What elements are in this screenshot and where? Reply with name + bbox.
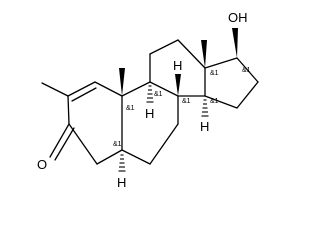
hydrogen-c14-label: H (200, 119, 209, 134)
wedge-c17-oh (232, 28, 238, 58)
bond-c12-c13 (177, 39, 206, 69)
bond-c5-c4 (96, 149, 123, 165)
wedge-c8-h (175, 74, 181, 96)
bond-c6-c5 (121, 149, 151, 165)
wedge-c13-methyl (201, 40, 207, 68)
stereo-label-c5: &1 (113, 141, 122, 148)
bonds (41, 39, 259, 165)
bond-c13-c17 (204, 57, 238, 69)
bond-c15-c14 (204, 95, 238, 109)
wedge-c10-methyl (119, 68, 125, 96)
bond-c3-o (49, 123, 70, 158)
bond-c1-c10 (94, 81, 123, 97)
bond-c10-c9 (121, 81, 151, 97)
hash-c14-h (201, 99, 209, 117)
bond-c9-c8 (149, 81, 179, 97)
chemical-structure: OH O H H H H &1 &1 &1 &1 &1 &1 &1 (37, 10, 259, 190)
stereo-labels: &1 &1 &1 &1 &1 &1 &1 (113, 67, 251, 148)
hash-c5-h (118, 154, 126, 172)
stereo-label-c14: &1 (210, 98, 219, 105)
stereo-label-c13: &1 (210, 70, 219, 77)
hydroxyl-label: OH (228, 10, 248, 25)
wedge-bonds (119, 28, 238, 96)
hydrogen-c5-label: H (117, 175, 126, 190)
stereo-label-c8: &1 (182, 98, 191, 105)
bond-c4-c3 (68, 123, 98, 165)
bond-c2-c1 (67, 95, 70, 125)
hydrogen-c9-label: H (145, 106, 154, 121)
hydrogen-c8-label: H (173, 58, 182, 73)
oxygen-label: O (37, 157, 47, 172)
bond-c2-c3-double (71, 87, 97, 102)
hashed-bonds (118, 85, 209, 172)
bond-c3-o-double (54, 127, 75, 161)
bond-c7-c6 (149, 123, 179, 165)
stereo-label-c10: &1 (126, 105, 135, 112)
bond-c2-c3 (67, 81, 96, 97)
bond-c16-c15 (236, 81, 259, 109)
stereo-label-c17: &1 (242, 67, 251, 74)
stereo-label-c9: &1 (154, 91, 163, 98)
bond-c11-c12 (149, 39, 179, 55)
atom-labels: OH O H H H H (37, 10, 248, 190)
hash-c9-h (146, 85, 154, 103)
bond-c17-c16 (236, 57, 259, 83)
bond-c2-methyl (41, 82, 69, 97)
